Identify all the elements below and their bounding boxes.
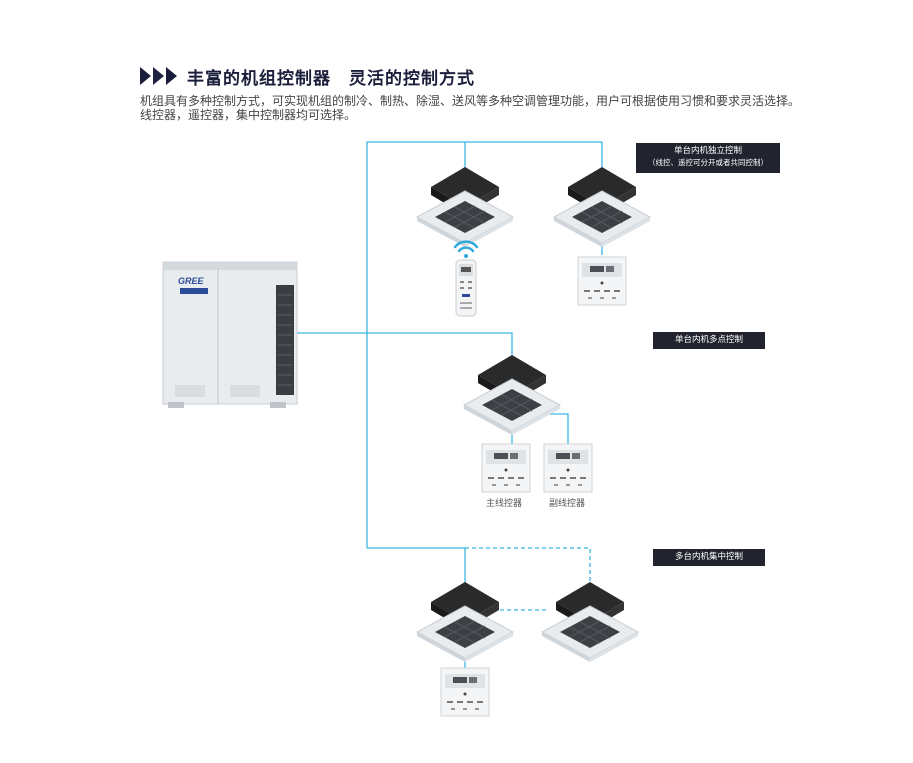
cassette-unit-5 xyxy=(541,581,639,663)
section-heading: 丰富的机组控制器 灵活的控制方式 xyxy=(140,64,475,89)
wireless-signal-icon xyxy=(453,240,479,258)
label-independent-line1: 单台内机独立控制 xyxy=(673,146,742,156)
cassette-unit-3 xyxy=(463,354,561,436)
outdoor-unit xyxy=(162,261,298,408)
section-title: 丰富的机组控制器 灵活的控制方式 xyxy=(187,68,475,89)
cassette-unit-4 xyxy=(416,581,514,663)
wired-controller-1 xyxy=(577,256,627,306)
remote-control xyxy=(455,259,477,317)
wired-controller-central xyxy=(440,667,490,717)
label-centralized-control: 多台内机集中控制 xyxy=(653,549,765,566)
description-line-2: 线控器，遥控器，集中控制器均可选择。 xyxy=(140,108,357,122)
caption-sub-controller: 副线控器 xyxy=(549,499,586,509)
description-line-1: 机组具有多种控制方式，可实现机组的制冷、制热、除湿、送风等多种空调管理功能，用户… xyxy=(140,94,801,108)
label-independent-control: 单台内机独立控制 （线控、遥控可分开或者共同控制） xyxy=(636,143,780,173)
gree-logo: GREE xyxy=(178,276,204,286)
caption-main-controller: 主线控器 xyxy=(486,499,523,509)
wired-controller-sub xyxy=(543,443,593,493)
label-multipoint-control: 单台内机多点控制 xyxy=(653,332,765,349)
cassette-unit-2 xyxy=(553,166,651,248)
chevron-arrows-icon xyxy=(140,67,179,85)
label-independent-line2: （线控、遥控可分开或者共同控制） xyxy=(648,158,768,167)
dashed-lines xyxy=(465,547,591,611)
section-description: 机组具有多种控制方式，可实现机组的制冷、制热、除湿、送风等多种空调管理功能，用户… xyxy=(140,94,880,122)
cassette-unit-1 xyxy=(416,166,514,248)
wired-controller-main xyxy=(481,443,531,493)
